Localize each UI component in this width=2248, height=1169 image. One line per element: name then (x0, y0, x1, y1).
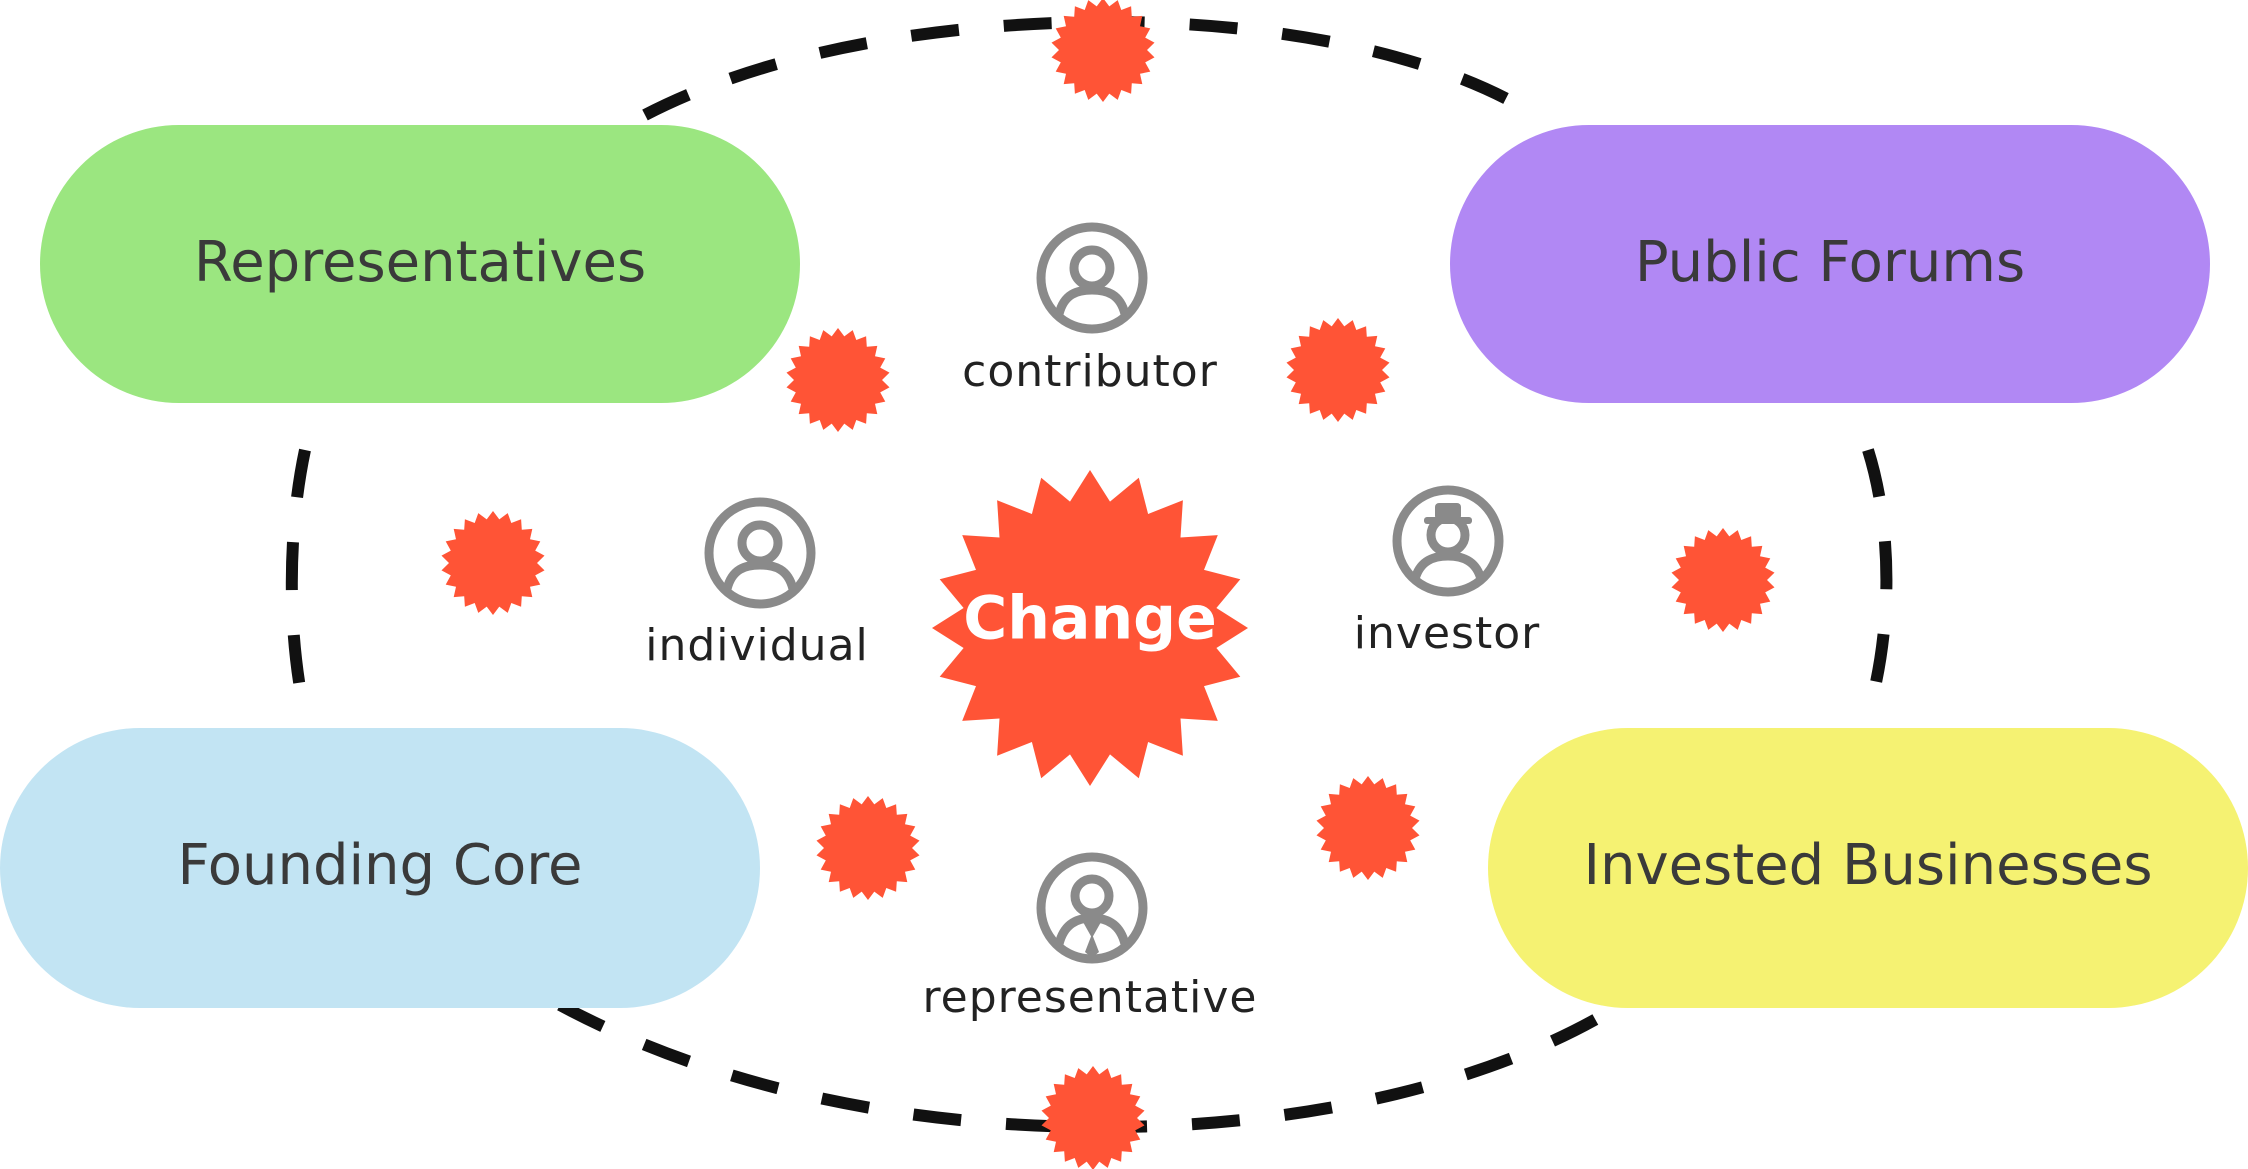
person-circle-icon (1036, 222, 1148, 334)
center-burst-shape (932, 470, 1248, 786)
small-burst (1671, 528, 1775, 632)
group-pill (40, 125, 800, 403)
person-circle-icon (704, 497, 816, 609)
center-burst: Change (932, 470, 1248, 786)
small-burst (816, 796, 920, 900)
role-individual: individual (645, 497, 869, 671)
role-label: representative (923, 972, 1258, 1023)
small-burst (1286, 318, 1390, 422)
group-representatives: Representatives (40, 125, 800, 403)
small-burst (1051, 0, 1155, 102)
group-invested-businesses: Invested Businesses (1488, 728, 2248, 1008)
small-bursts (441, 0, 1775, 1169)
group-label: Public Forums (1635, 230, 2025, 295)
group-pill (1450, 125, 2210, 403)
role-representative: representative (923, 852, 1258, 1023)
group-label: Founding Core (177, 833, 582, 898)
dashed-arc-bottom (557, 999, 1624, 1134)
dashed-arc-left (285, 448, 311, 717)
small-burst (786, 328, 890, 432)
group-founding-core: Founding Core (0, 728, 760, 1008)
person-hat-icon (1392, 485, 1504, 597)
group-public-forums: Public Forums (1450, 125, 2210, 403)
role-contributor: contributor (962, 222, 1218, 397)
group-pill (0, 728, 760, 1008)
role-label: individual (645, 620, 869, 671)
role-investor: investor (1354, 485, 1540, 659)
small-burst (441, 511, 545, 615)
group-label: Invested Businesses (1583, 833, 2152, 898)
person-tie-icon (1036, 852, 1148, 964)
role-label: contributor (962, 346, 1218, 397)
role-label: investor (1354, 608, 1540, 659)
group-label: Representatives (194, 230, 646, 295)
group-pill (1488, 728, 2248, 1008)
small-burst (1316, 776, 1420, 880)
small-burst (1041, 1066, 1145, 1169)
dashed-arc-right (1862, 448, 1893, 717)
center-label: Change (963, 584, 1217, 654)
